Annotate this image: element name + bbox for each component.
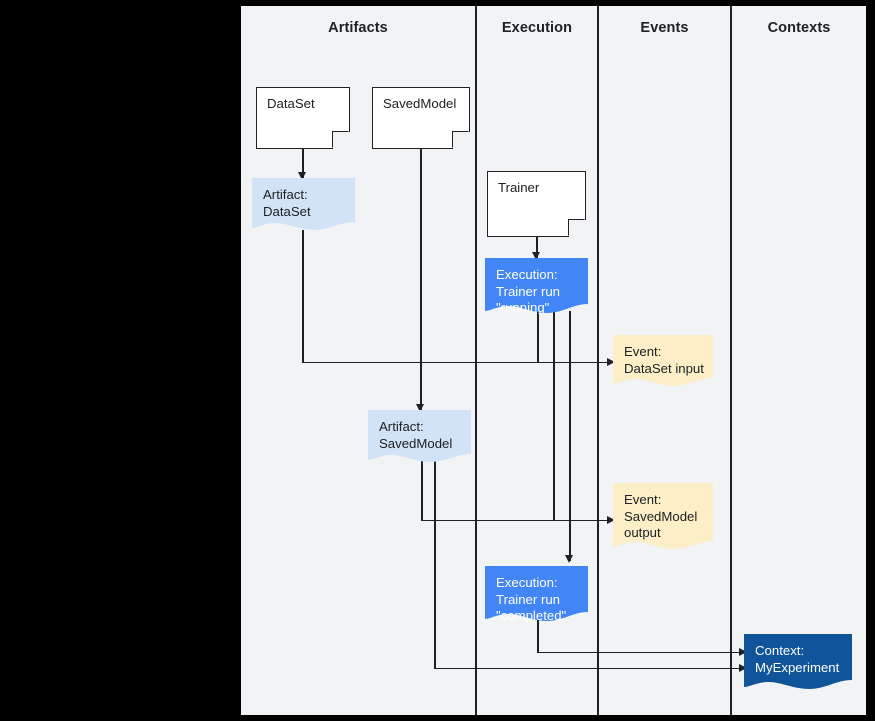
node-artifact-savedmodel-label: Artifact: SavedModel — [379, 419, 453, 451]
folded-corner-fill-icon — [452, 131, 469, 148]
node-event-savedmodel-output[interactable]: Event: SavedModel output — [613, 483, 713, 553]
node-execution-completed-label: Execution: Trainer run "completed" — [496, 575, 567, 623]
lane-divider-execution-events — [597, 6, 599, 715]
swimlane-diagram: Artifacts Execution Events Contexts — [241, 6, 866, 715]
arrowhead-execution-completed-to-context — [739, 648, 747, 656]
node-artifact-dataset[interactable]: Artifact: DataSet — [252, 178, 355, 233]
node-event-dataset-input-label: Event: DataSet input — [624, 344, 704, 376]
arrowhead-trainer-to-execution — [532, 252, 541, 260]
connector-artifact-savedmodel-to-context — [434, 667, 744, 669]
connector-artifact-savedmodel-right — [421, 519, 612, 521]
lane-header-execution: Execution — [501, 20, 573, 36]
connector-execution-running-to-dataset-event — [537, 311, 539, 362]
connector-execution-running-to-completed — [569, 311, 571, 561]
connector-trainer-to-execution — [536, 237, 538, 258]
folded-corner-fill-icon — [568, 219, 585, 236]
connector-artifact-dataset-right — [302, 361, 612, 363]
connector-execution-to-dataset-event — [537, 361, 612, 363]
lane-divider-artifacts-execution — [475, 6, 477, 715]
arrowhead-artifact-savedmodel-to-context — [739, 664, 747, 672]
node-dataset-document-label: DataSet — [267, 96, 315, 111]
connector-artifact-dataset-down — [302, 230, 304, 363]
connector-dataset-to-artifact — [302, 149, 304, 178]
connector-artifact-savedmodel-down-b — [434, 461, 436, 669]
node-artifact-savedmodel[interactable]: Artifact: SavedModel — [368, 410, 471, 465]
lane-divider-events-contexts — [730, 6, 732, 715]
node-artifact-dataset-label: Artifact: DataSet — [263, 187, 311, 219]
node-context-myexperiment-label: Context: MyExperiment — [755, 643, 840, 675]
node-event-savedmodel-output-label: Event: SavedModel output — [624, 492, 698, 540]
lane-header-contexts: Contexts — [767, 20, 831, 36]
node-savedmodel-document[interactable]: SavedModel — [372, 87, 470, 149]
lane-header-events: Events — [640, 20, 689, 36]
lane-header-artifacts: Artifacts — [328, 20, 388, 36]
arrowhead-savedmodel-to-artifact — [416, 404, 425, 412]
connector-execution-completed-to-context — [537, 651, 744, 653]
node-context-myexperiment[interactable]: Context: MyExperiment — [744, 634, 852, 692]
connector-savedmodel-to-artifact — [420, 149, 422, 410]
arrowhead-dataset-to-artifact — [298, 172, 307, 180]
node-trainer-document[interactable]: Trainer — [487, 171, 586, 237]
node-execution-running-label: Execution: Trainer run "running" — [496, 267, 561, 315]
node-event-dataset-input[interactable]: Event: DataSet input — [613, 335, 713, 389]
connector-execution-running-to-savedmodel-event — [553, 311, 555, 520]
connector-execution-to-savedmodel-event — [553, 519, 612, 521]
node-savedmodel-document-label: SavedModel — [383, 96, 457, 111]
node-trainer-document-label: Trainer — [498, 180, 540, 195]
arrowhead-execution-running-to-completed — [565, 555, 574, 563]
node-execution-completed[interactable]: Execution: Trainer run "completed" — [485, 566, 588, 624]
node-execution-running[interactable]: Execution: Trainer run "running" — [485, 258, 588, 316]
folded-corner-fill-icon — [332, 131, 349, 148]
connector-execution-completed-down — [537, 620, 539, 653]
connector-artifact-savedmodel-down-a — [421, 461, 423, 521]
node-dataset-document[interactable]: DataSet — [256, 87, 350, 149]
